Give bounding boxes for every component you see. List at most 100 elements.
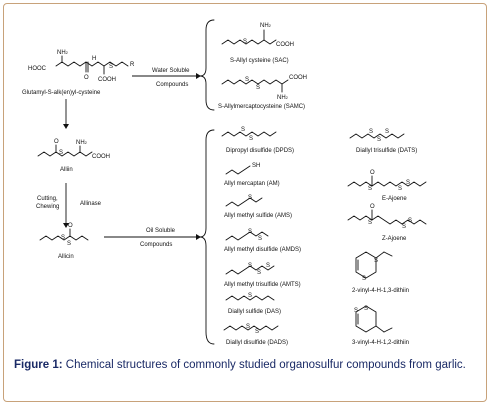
dpds-s1: S	[241, 127, 245, 133]
z-ajoene-structure: O S S S	[347, 204, 427, 230]
dats-s3: S	[385, 129, 389, 135]
dithiin-12-s1: S	[354, 308, 358, 314]
alliin-s: S	[59, 150, 63, 156]
figure-frame	[3, 3, 487, 402]
dithiin-12-s2: S	[364, 306, 368, 312]
amts-s1: S	[248, 263, 252, 269]
label-allinase: Allinase	[80, 201, 102, 207]
dithiin-13-structure: S S	[355, 251, 393, 282]
sac-nh2: NH2	[260, 23, 272, 29]
label-amts: Allyl methyl trisulfide (AMTS)	[224, 282, 301, 288]
brace-oil	[199, 129, 215, 345]
amts-s3: S	[266, 263, 270, 269]
amts-s2: S	[257, 270, 261, 276]
e-ajoene-s3: S	[406, 180, 410, 186]
dads-s1: S	[246, 324, 250, 330]
gsac-r: R	[130, 62, 135, 68]
label-water-2: Compounds	[156, 82, 188, 88]
gsac-hooc: HOOC	[28, 66, 47, 72]
dpds-s2: S	[249, 136, 253, 142]
dads-s2: S	[255, 329, 259, 335]
samc-structure: S S NH2 COOH	[221, 75, 307, 101]
dats-structure: S S S	[349, 129, 405, 143]
label-am: Allyl mercaptan (AM)	[224, 181, 280, 187]
e-ajoene-s1: S	[368, 186, 372, 192]
alliin-o: O	[54, 139, 59, 145]
dpds-structure: S S	[221, 127, 277, 142]
z-ajoene-s3: S	[408, 218, 412, 224]
label-e-ajoene: E-Ajoene	[382, 196, 407, 202]
label-dads: Diallyl disulfide (DADS)	[226, 340, 288, 346]
sac-cooh: COOH	[276, 42, 294, 48]
gsac-cooh: COOH	[98, 77, 116, 83]
label-water-1: Water Soluble	[152, 68, 190, 74]
caption-label: Figure 1:	[14, 359, 63, 371]
gsac-h: H	[92, 56, 96, 62]
samc-nh2: NH2	[277, 95, 289, 101]
z-ajoene-s1: S	[368, 220, 372, 226]
caption-text: Chemical structures of commonly studied …	[65, 359, 466, 371]
ams-structure: S	[225, 195, 263, 207]
samc-s2: S	[256, 85, 260, 91]
dithiin-13-s1: S	[362, 276, 366, 282]
samc-s1: S	[245, 77, 249, 83]
am-sh: SH	[252, 163, 260, 169]
ams-s: S	[248, 195, 252, 201]
label-dithiin-12: 3-vinyl-4-H-1,2-dithiin	[352, 340, 409, 346]
dats-s1: S	[369, 129, 373, 135]
sac-structure: S NH2 COOH	[221, 23, 294, 48]
label-gsac: Glutamyl-S-alk(en)yl-cysteine	[22, 90, 101, 96]
label-sac: S-Allyl cysteine (SAC)	[230, 58, 289, 64]
label-samc: S-Allylmercaptocysteine (SAMC)	[218, 104, 305, 110]
z-ajoene-o: O	[370, 204, 375, 210]
allicin-o: O	[68, 223, 73, 229]
label-z-ajoene: Z-Ajoene	[382, 236, 407, 242]
allicin-s2: S	[67, 241, 71, 247]
samc-cooh: COOH	[289, 75, 307, 81]
arrowhead-oil	[196, 234, 201, 240]
alliin-structure: O S NH2 COOH	[37, 139, 110, 160]
figure-caption: Figure 1: Chemical structures of commonl…	[14, 358, 480, 372]
label-oil-1: Oil Soluble	[146, 228, 176, 234]
z-ajoene-s2: S	[402, 224, 406, 230]
brace-water	[199, 19, 215, 111]
arrowhead-allicin	[63, 223, 69, 228]
label-chewing: Chewing	[36, 204, 59, 210]
amds-structure: S S	[225, 229, 269, 242]
dats-s2: S	[377, 137, 381, 143]
alliin-nh2: NH2	[76, 140, 88, 146]
sac-s: S	[243, 39, 247, 45]
arrowhead-water	[196, 73, 201, 79]
e-ajoene-structure: O S S S	[347, 170, 427, 192]
allicin-structure: O S S	[39, 223, 89, 247]
label-dats: Diallyl trisulfide (DATS)	[356, 148, 417, 154]
allicin-s1: S	[61, 235, 65, 241]
label-allicin: Allicin	[58, 254, 74, 260]
label-dpds: Dipropyl disulfide (DPDS)	[226, 148, 294, 154]
gsac-nh2: NH2	[57, 50, 69, 56]
amds-s1: S	[248, 229, 252, 235]
label-amds: Allyl methyl disulfide (AMDS)	[224, 247, 301, 253]
glutamyl-structure: NH2 O H S COOH R HOOC	[28, 50, 135, 83]
label-alliin: Alliin	[60, 167, 73, 173]
dads-structure: S S	[223, 324, 279, 335]
label-oil-2: Compounds	[140, 242, 172, 248]
label-ams: Allyl methyl sulfide (AMS)	[224, 213, 292, 219]
am-structure: SH	[225, 163, 260, 175]
das-s: S	[248, 293, 252, 299]
e-ajoene-s2: S	[398, 186, 402, 192]
e-ajoene-o: O	[370, 170, 375, 176]
label-dithiin-13: 2-vinyl-4-H-1,3-dithiin	[352, 288, 409, 294]
dithiin-13-s2: S	[374, 258, 378, 264]
gsac-o: O	[84, 75, 89, 81]
label-das: Diallyl sulfide (DAS)	[228, 309, 281, 315]
das-structure: S	[225, 293, 275, 301]
label-cutting: Cutting,	[37, 196, 58, 202]
amds-s2: S	[258, 236, 262, 242]
gsac-s: S	[109, 64, 113, 70]
amts-structure: S S S	[225, 263, 275, 276]
dithiin-12-structure: S S	[354, 305, 393, 333]
arrowhead-alliin	[63, 124, 69, 129]
alliin-cooh: COOH	[92, 154, 110, 160]
